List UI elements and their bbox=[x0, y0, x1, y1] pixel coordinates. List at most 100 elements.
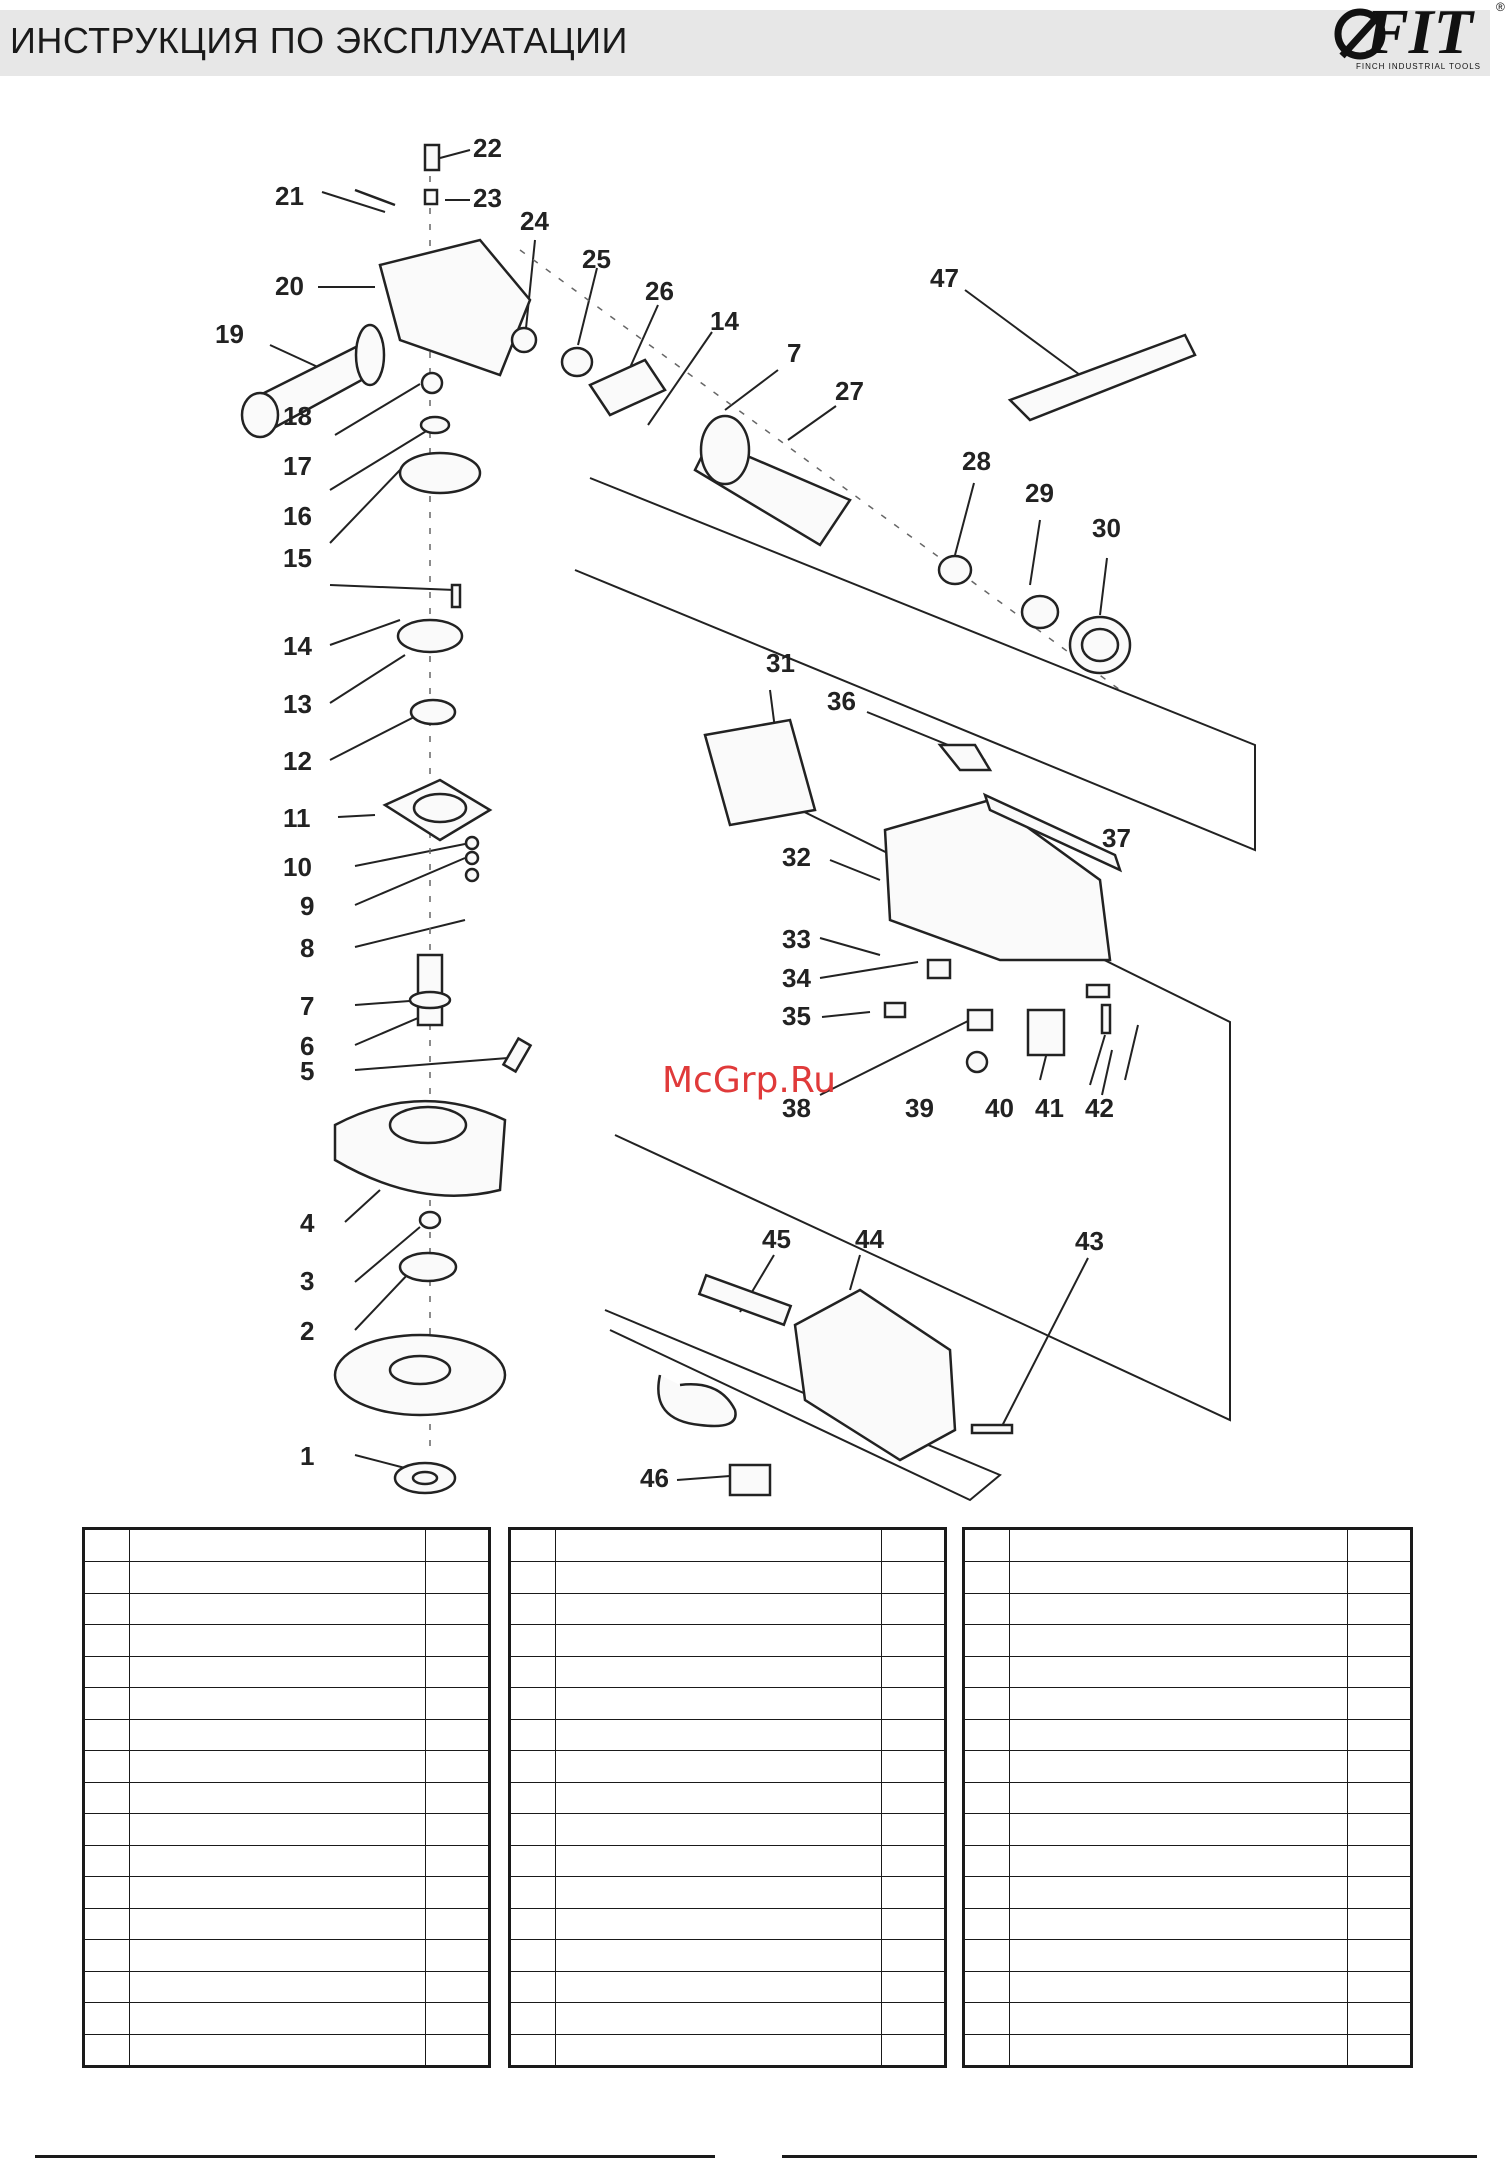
callout-7: 7 bbox=[300, 991, 314, 1021]
table-row bbox=[509, 2033, 946, 2067]
table-row bbox=[83, 1781, 490, 1814]
logo-mark-icon bbox=[1334, 8, 1386, 60]
table-header-row bbox=[963, 1528, 1412, 1562]
callout-22: 22 bbox=[473, 133, 502, 163]
callout-3: 3 bbox=[300, 1266, 314, 1296]
table-row bbox=[509, 1844, 946, 1877]
callout-16: 16 bbox=[283, 501, 312, 531]
table-row bbox=[83, 1561, 490, 1594]
table-row bbox=[963, 1907, 1412, 1940]
callout-12: 12 bbox=[283, 746, 312, 776]
table-row bbox=[83, 2033, 490, 2067]
table-row bbox=[963, 1939, 1412, 1972]
page-header: ИНСТРУКЦИЯ ПО ЭКСПЛУАТАЦИИ FIT FINCH IND… bbox=[0, 0, 1512, 95]
callout-31: 31 bbox=[766, 648, 795, 678]
callout-4: 4 bbox=[300, 1208, 315, 1238]
table-row bbox=[509, 1592, 946, 1625]
callout-34: 34 bbox=[782, 963, 811, 993]
table-row bbox=[509, 1970, 946, 2003]
table-row bbox=[963, 2002, 1412, 2035]
table-row bbox=[963, 1655, 1412, 1688]
table-row bbox=[509, 1624, 946, 1657]
table-row bbox=[509, 1718, 946, 1751]
table-row bbox=[963, 1687, 1412, 1720]
callout-2: 2 bbox=[300, 1316, 314, 1346]
footer-rule-right bbox=[782, 2155, 1477, 2158]
table-row bbox=[963, 2033, 1412, 2067]
table-row bbox=[509, 1750, 946, 1783]
parts-table-2 bbox=[508, 1527, 947, 2068]
table-row bbox=[963, 1970, 1412, 2003]
table-row bbox=[83, 2002, 490, 2035]
callout-9: 9 bbox=[300, 891, 314, 921]
table-row bbox=[509, 1876, 946, 1909]
callout-46: 46 bbox=[640, 1463, 669, 1493]
callout-28: 28 bbox=[962, 446, 991, 476]
table-row bbox=[509, 1687, 946, 1720]
table-row bbox=[83, 1750, 490, 1783]
table-row bbox=[83, 1876, 490, 1909]
footer-rule-left bbox=[35, 2155, 715, 2158]
callout-36: 36 bbox=[827, 686, 856, 716]
callout-20: 20 bbox=[275, 271, 304, 301]
table-row bbox=[83, 1624, 490, 1657]
callout-29: 29 bbox=[1025, 478, 1054, 508]
table-row bbox=[509, 1939, 946, 1972]
callout-18: 18 bbox=[283, 401, 312, 431]
table-row bbox=[963, 1718, 1412, 1751]
callout-24: 24 bbox=[520, 206, 549, 236]
table-row bbox=[963, 1781, 1412, 1814]
table-header-row bbox=[83, 1528, 490, 1562]
callout-30: 30 bbox=[1092, 513, 1121, 543]
callout-40: 40 bbox=[985, 1093, 1014, 1123]
table-row bbox=[83, 1813, 490, 1846]
callout-44: 44 bbox=[855, 1224, 884, 1254]
page-title: ИНСТРУКЦИЯ ПО ЭКСПЛУАТАЦИИ bbox=[10, 20, 628, 61]
parts-table-1 bbox=[82, 1527, 491, 2068]
watermark: McGrp.Ru bbox=[662, 1060, 837, 1101]
callout-41: 41 bbox=[1035, 1093, 1064, 1123]
table-row bbox=[83, 1592, 490, 1625]
table-row bbox=[509, 1781, 946, 1814]
callout-11: 11 bbox=[283, 803, 311, 833]
callout-33: 33 bbox=[782, 924, 811, 954]
table-row bbox=[509, 1655, 946, 1688]
callout-5: 5 bbox=[300, 1056, 314, 1086]
exploded-parts-diagram: 1 2 3 4 5 6 7 8 9 10 11 12 13 14 15 16 1… bbox=[215, 133, 1256, 1502]
callout-25: 25 bbox=[582, 244, 611, 274]
parts-table-3 bbox=[962, 1527, 1413, 2068]
table-row bbox=[83, 1718, 490, 1751]
callout-10: 10 bbox=[283, 852, 312, 882]
callout-38: 38 bbox=[782, 1093, 811, 1123]
table-row bbox=[963, 1750, 1412, 1783]
callout-23: 23 bbox=[473, 183, 502, 213]
callout-32: 32 bbox=[782, 842, 811, 872]
table-row bbox=[83, 1939, 490, 1972]
logo-wordmark: FIT bbox=[1366, 0, 1473, 67]
table-row bbox=[963, 1876, 1412, 1909]
callout-26: 26 bbox=[645, 276, 674, 306]
callout-15: 15 bbox=[283, 543, 312, 573]
callout-47: 47 bbox=[930, 263, 959, 293]
fit-logo: FIT FINCH INDUSTRIAL TOOLS ® bbox=[1332, 0, 1512, 80]
table-row bbox=[963, 1592, 1412, 1625]
callout-19: 19 bbox=[215, 319, 244, 349]
callout-27: 27 bbox=[835, 376, 864, 406]
table-row bbox=[963, 1561, 1412, 1594]
table-row bbox=[83, 1907, 490, 1940]
callout-17: 17 bbox=[283, 451, 312, 481]
table-row bbox=[509, 2002, 946, 2035]
callout-13: 13 bbox=[283, 689, 312, 719]
callout-14: 14 bbox=[283, 631, 312, 661]
callout-42: 42 bbox=[1085, 1093, 1114, 1123]
table-row bbox=[509, 1561, 946, 1594]
callout-14b: 14 bbox=[710, 306, 739, 336]
callout-8: 8 bbox=[300, 933, 314, 963]
table-row bbox=[509, 1813, 946, 1846]
table-row bbox=[963, 1844, 1412, 1877]
table-row bbox=[963, 1624, 1412, 1657]
callout-43: 43 bbox=[1075, 1226, 1104, 1256]
table-row bbox=[509, 1907, 946, 1940]
callout-7b: 7 bbox=[787, 338, 801, 368]
logo-registered-mark: ® bbox=[1496, 0, 1505, 14]
